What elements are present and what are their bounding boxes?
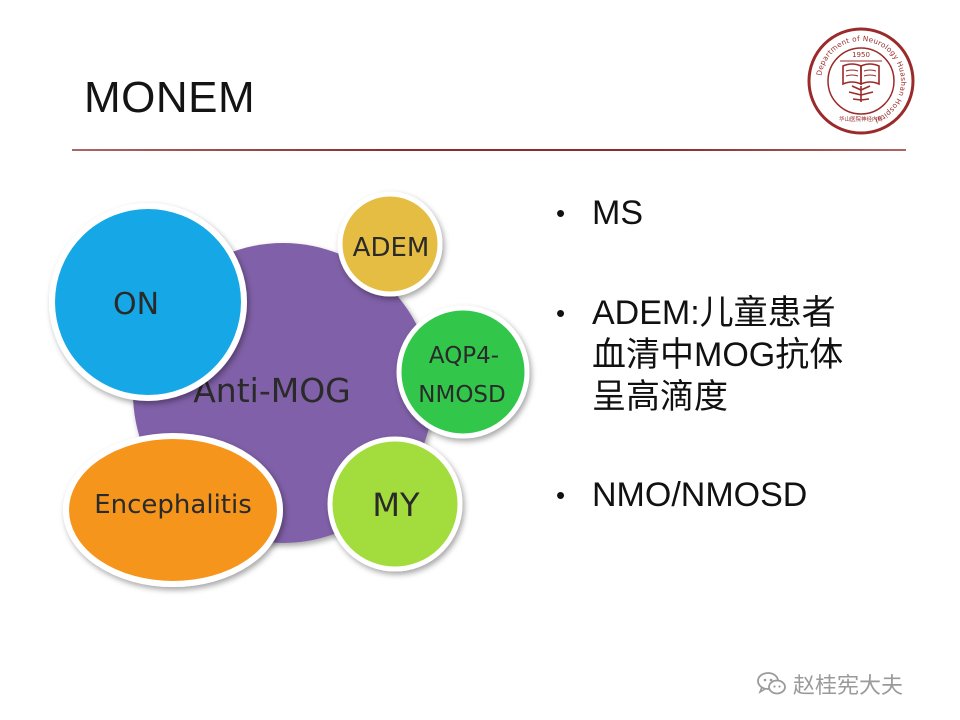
bullet-item-ms: • MS [556, 192, 916, 234]
aqp4-label-line1: AQP4- [429, 343, 499, 369]
my-circle: MY [327, 436, 463, 572]
anti-mog-label: Anti-MOG [193, 371, 351, 410]
aqp4-label-line2: NMOSD [418, 382, 505, 408]
bullet-symbol: • [556, 298, 566, 328]
title-divider [72, 149, 906, 151]
bullet-text: MS [592, 194, 643, 232]
on-circle: ON [49, 203, 247, 401]
wechat-icon [757, 672, 786, 695]
bullet-item-adem: • ADEM:儿童患者 血清中MOG抗体 呈高滴度 [556, 292, 916, 418]
logo-bottom-text: 华山医院神经内科 [839, 115, 884, 123]
mog-bubble-diagram: Anti-MOG ON ADEM AQP4- NMOSD MY Encephal… [49, 191, 530, 587]
bullet-text-line: ADEM:儿童患者 [592, 294, 836, 332]
bullet-text-line: 呈高滴度 [592, 378, 728, 416]
department-logo-icon: Department of Neurology Huashan Hospital… [807, 27, 915, 135]
bullet-symbol: • [556, 198, 566, 228]
slide-title: MONEM [84, 73, 256, 122]
bullet-text: NMO/NMOSD [592, 476, 808, 514]
bullet-symbol: • [556, 480, 566, 510]
my-label: MY [372, 486, 420, 524]
adem-label: ADEM [353, 233, 430, 263]
encephalitis-ellipse: Encephalitis [63, 433, 283, 587]
bullet-item-nmo: • NMO/NMOSD [556, 474, 916, 516]
watermark: 赵桂宪大夫 [757, 668, 903, 700]
watermark-text: 赵桂宪大夫 [793, 674, 904, 699]
bullet-text-line: 血清中MOG抗体 [592, 336, 844, 374]
encephalitis-label: Encephalitis [94, 490, 252, 520]
aqp4-nmosd-circle: AQP4- NMOSD [396, 305, 530, 439]
logo-year: 1950 [852, 51, 870, 59]
adem-circle: ADEM [337, 191, 443, 297]
on-label: ON [113, 287, 159, 322]
bullet-list: • MS • ADEM:儿童患者 血清中MOG抗体 呈高滴度 • NMO/NMO… [556, 192, 916, 516]
